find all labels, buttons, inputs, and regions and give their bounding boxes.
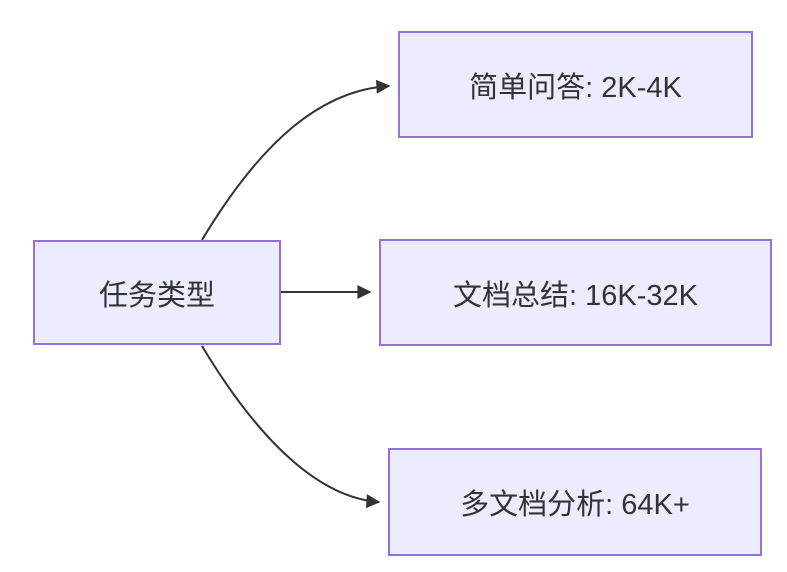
node-multi-doc-label: 多文档分析: 64K+ — [460, 489, 690, 521]
node-simple-qa-label: 简单问答: 2K-4K — [469, 71, 682, 104]
node-doc-summary: 文档总结: 16K-32K — [379, 239, 772, 346]
node-simple-qa: 简单问答: 2K-4K — [398, 31, 753, 138]
node-multi-doc: 多文档分析: 64K+ — [388, 448, 762, 556]
node-doc-summary-label: 文档总结: 16K-32K — [453, 279, 698, 312]
node-task-type: 任务类型 — [33, 240, 281, 345]
node-task-type-label: 任务类型 — [98, 279, 215, 312]
edge-to-simple-qa — [201, 79, 391, 241]
edge-to-multi-doc — [201, 345, 381, 509]
